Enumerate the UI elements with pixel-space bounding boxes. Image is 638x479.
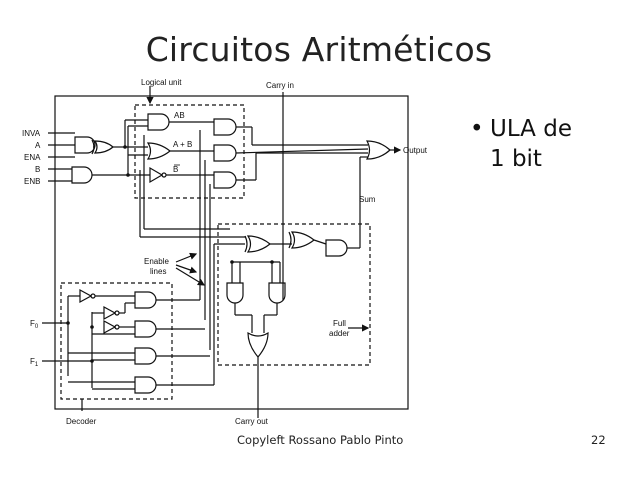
page-number: 22 xyxy=(591,433,606,447)
and-gate-b-enb xyxy=(71,166,93,184)
label-enb: ENB xyxy=(24,177,40,186)
decoder-and-4 xyxy=(134,376,157,394)
not-gate-f0 xyxy=(79,288,93,304)
label-b-bar: B xyxy=(173,165,178,174)
or-gate-a-plus-b xyxy=(146,142,171,160)
label-carry-out: Carry out xyxy=(235,417,269,426)
label-b: B xyxy=(35,165,40,174)
slide-title: Circuitos Aritméticos xyxy=(145,30,493,69)
label-ena: ENA xyxy=(24,153,41,162)
bullet-line-2: 1 bit xyxy=(490,146,542,172)
decoder-box xyxy=(60,282,173,400)
and-gate-adder-enable xyxy=(325,239,348,257)
bullet-line-1: ULA de xyxy=(490,116,572,142)
and-gate-select-1 xyxy=(213,118,237,136)
label-lines: lines xyxy=(150,267,166,276)
label-carry-in: Carry in xyxy=(266,81,294,90)
not-gate-f1-b xyxy=(103,319,117,335)
label-adder: adder xyxy=(329,329,350,338)
bullet-marker: • xyxy=(470,116,484,142)
not-gate-b xyxy=(149,166,164,184)
decoder-and-2 xyxy=(134,320,157,338)
logical-unit-box xyxy=(134,104,245,199)
decoder-and-3 xyxy=(134,347,157,365)
and-gate-select-3 xyxy=(213,171,237,189)
label-output: Output xyxy=(403,146,428,155)
footer-credit: Copyleft Rossano Pablo Pinto xyxy=(237,433,404,447)
label-f1: F1 xyxy=(30,357,39,368)
label-a: A xyxy=(35,141,41,150)
xor-gate-adder-2 xyxy=(290,231,315,249)
and-gate-carry-1 xyxy=(226,282,244,304)
bullet-point: • ULA de 1 bit xyxy=(470,114,610,174)
label-sum: Sum xyxy=(359,195,376,204)
label-full: Full xyxy=(333,319,346,328)
label-logical-unit: Logical unit xyxy=(141,78,182,87)
label-inva: INVA xyxy=(22,129,41,138)
label-f0: F0 xyxy=(30,319,39,330)
label-a-plus-b: A + B xyxy=(173,140,192,149)
and-gate-ab xyxy=(147,113,170,131)
or-gate-carry xyxy=(247,331,269,358)
label-decoder: Decoder xyxy=(66,417,97,426)
xor-gate-inva xyxy=(93,140,114,154)
label-ab: AB xyxy=(174,111,185,120)
and-gate-a-ena xyxy=(74,136,96,154)
and-gate-select-2 xyxy=(213,144,237,162)
decoder-and-1 xyxy=(134,291,157,309)
and-gate-carry-2 xyxy=(268,282,286,304)
xor-gate-adder-1 xyxy=(246,235,271,253)
not-gate-f1-a xyxy=(103,305,117,321)
or-gate-output xyxy=(365,140,391,160)
label-enable: Enable xyxy=(144,257,169,266)
alu-frame xyxy=(54,95,409,410)
